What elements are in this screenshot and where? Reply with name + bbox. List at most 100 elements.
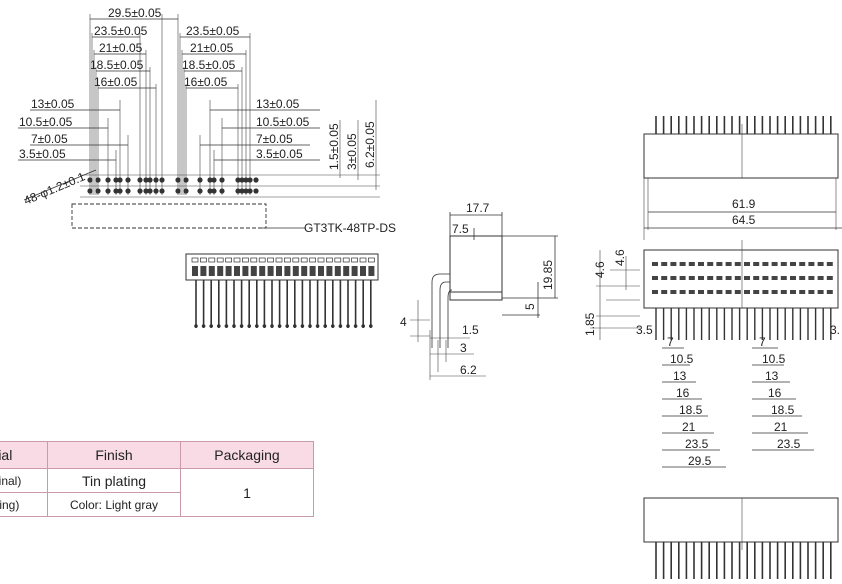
housing-cavity [652, 290, 658, 294]
pitch-label-left: 18.5 [679, 403, 703, 417]
pcb-hole [113, 188, 119, 194]
col-packaging: Packaging [180, 441, 314, 469]
housing-slot [300, 257, 308, 263]
pitch-3-right: 3. [830, 323, 840, 337]
housing-slot [225, 257, 232, 263]
housing-slot [284, 257, 291, 263]
pcb-hole [159, 188, 165, 194]
pcb-hole [235, 177, 241, 183]
housing-cavity [790, 276, 796, 280]
col-material: rial [0, 441, 48, 469]
housing-cavity [698, 290, 704, 294]
housing-slot [200, 257, 207, 263]
housing-cavity [790, 262, 796, 266]
pitch-label-left: 16 [676, 386, 690, 400]
housing-slot [258, 257, 266, 263]
packaging-value: 1 [180, 468, 314, 517]
pitch-label-right: 7 [759, 335, 766, 349]
front-pin-tip [369, 324, 373, 328]
front-pin-tip [262, 324, 267, 328]
front-pin-tip [300, 324, 305, 328]
pcb-hole [211, 177, 217, 183]
housing-cavity [744, 262, 750, 266]
hole-spec-label: 48-φ1.2±0.1 [22, 169, 88, 207]
front-pin-tip [308, 324, 312, 328]
housing-cavity [652, 276, 658, 280]
pcb-hole [207, 177, 213, 183]
side-dim-4: 4 [400, 315, 407, 329]
housing-cavity [351, 266, 358, 276]
housing-cavity [679, 262, 686, 266]
pcb-hole [239, 177, 245, 183]
pcb-hole [153, 188, 159, 194]
pcb-hole [183, 177, 189, 183]
pcb-hole [247, 188, 253, 194]
front-pin-tip [331, 324, 335, 328]
housing-cavity [799, 262, 806, 266]
housing-cavity [688, 276, 695, 280]
housing-cavity [762, 290, 769, 294]
front-view-connector [185, 253, 379, 328]
pitch-label-left: 29.5 [688, 454, 712, 468]
housing-cavity [817, 262, 824, 266]
front-pin-tip [285, 324, 290, 328]
housing-cavity [318, 266, 324, 276]
pcb-hole [175, 177, 181, 183]
housing-cavity [334, 266, 341, 276]
pitch-3-5-left: 3.5 [636, 323, 653, 337]
material-housing: using) [0, 492, 48, 517]
front-pin-tip [277, 324, 282, 328]
dim-7-right: 7±0.05 [256, 132, 293, 146]
right-front-view: 4.6 4.6 1.85 3.5 3. 710.5131618.52123.52… [583, 240, 840, 468]
housing-cavity [707, 262, 714, 266]
housing-slot [267, 257, 274, 263]
front-pin-tip [247, 324, 251, 328]
pcb-hole [137, 188, 143, 194]
housing-cavity [343, 266, 350, 276]
housing-cavity [725, 276, 732, 280]
front-pin-tip [254, 324, 259, 328]
housing-cavity [817, 276, 824, 280]
pcb-hole [105, 188, 111, 194]
housing-cavity [698, 276, 704, 280]
dim-13-right: 13±0.05 [256, 97, 300, 111]
housing-cavity [716, 262, 723, 266]
side-view: 17.7 7.5 19.85 5 4 1.5 3 6.2 [400, 201, 558, 380]
housing-cavity [242, 266, 249, 276]
housing-cavity [360, 266, 366, 276]
housing-cavity [688, 262, 695, 266]
housing-cavity [652, 262, 658, 266]
front-pin-tip [270, 324, 274, 328]
housing-cavity [753, 262, 760, 266]
pcb-hole [243, 177, 249, 183]
housing-slot [359, 257, 367, 263]
pcb-hole [143, 188, 149, 194]
material-terminal: rminal) [0, 468, 48, 493]
pcb-hole [253, 188, 259, 194]
housing-slot [242, 257, 249, 263]
housing-cavity [762, 262, 769, 266]
housing-cavity [698, 262, 704, 266]
housing-cavity [679, 276, 686, 280]
housing-cavity [670, 290, 677, 294]
pcb-hole [235, 188, 241, 194]
housing-cavity [753, 276, 760, 280]
pitch-label-right: 21 [774, 420, 788, 434]
housing-cavity [808, 290, 815, 294]
housing-cavity [234, 266, 240, 276]
pcb-hole [243, 188, 249, 194]
pcb-hole [95, 188, 101, 194]
dim-6-2-vertical: 6.2±0.05 [363, 121, 377, 168]
housing-cavity [716, 290, 723, 294]
pcb-hole [211, 188, 217, 194]
pcb-hole [87, 177, 93, 183]
front-pin-tip [239, 324, 244, 328]
pitch-label-right: 10.5 [762, 352, 786, 366]
side-dim-6-2: 6.2 [460, 363, 477, 377]
housing-cavity [716, 276, 723, 280]
dim-21-right: 21±0.05 [190, 41, 234, 55]
width-61-9: 61.9 [732, 197, 756, 211]
front-pin-tip [353, 324, 358, 328]
dim-23-5-right: 23.5±0.05 [186, 24, 240, 38]
pitch-label-left: 7 [667, 335, 674, 349]
